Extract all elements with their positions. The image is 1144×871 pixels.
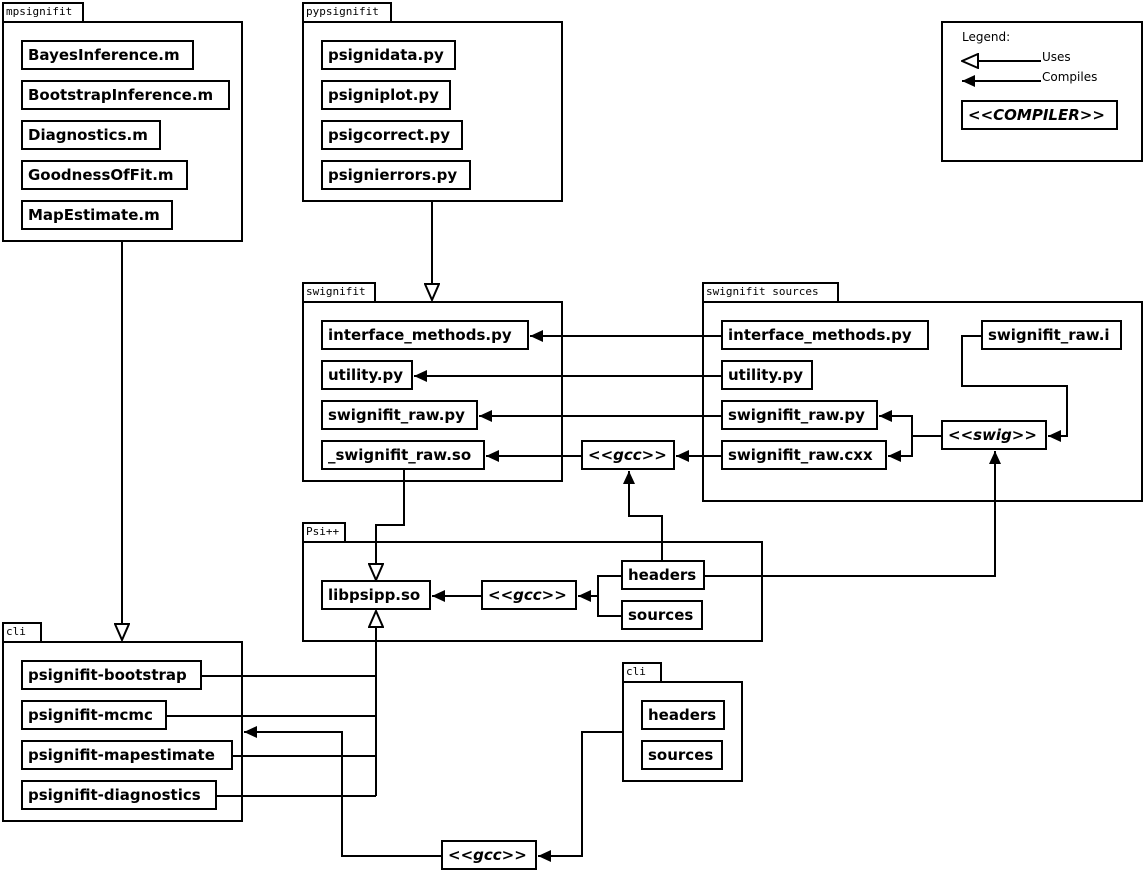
compiler-swig: <<swig>> <box>941 420 1047 450</box>
file-swignifit-raw-so: _swignifit_raw.so <box>321 440 485 470</box>
compiler-gcc-swig: <<gcc>> <box>581 440 675 470</box>
file-psignifit-diagnostics: psignifit-diagnostics <box>21 780 217 810</box>
compiles-i-swig <box>961 335 1068 442</box>
source-interface-methods-py: interface_methods.py <box>721 320 929 350</box>
source-swignifit-raw-py: swignifit_raw.py <box>721 400 878 430</box>
legend-box <box>941 21 1143 162</box>
source-swignifit-raw-cxx: swignifit_raw.cxx <box>721 440 887 470</box>
legend-compiles-label: Compiles <box>1042 70 1098 84</box>
legend-title: Legend: <box>962 30 1011 44</box>
package-tab-swignifit-sources: swignifit sources <box>702 282 839 302</box>
file-bootstrapinference-m: BootstrapInference.m <box>21 80 230 110</box>
package-tab-mpsignifit: mpsignifit <box>2 2 84 22</box>
compiler-gcc-psipp: <<gcc>> <box>481 580 577 610</box>
file-swignifit-raw-py: swignifit_raw.py <box>321 400 478 430</box>
file-psigcorrect-py: psigcorrect.py <box>321 120 463 150</box>
psipp-sources: sources <box>621 600 703 630</box>
package-tab-swignifit: swignifit <box>302 282 376 302</box>
file-psignifit-mcmc: psignifit-mcmc <box>21 700 167 730</box>
package-tab-cli: cli <box>2 622 42 642</box>
psipp-headers: headers <box>621 560 705 590</box>
file-interface-methods-py: interface_methods.py <box>321 320 529 350</box>
file-bayesinference-m: BayesInference.m <box>21 40 194 70</box>
compiles-swig-outputs <box>879 410 941 437</box>
compiles-psipp-sources-gcc <box>578 575 621 602</box>
file-utility-py: utility.py <box>321 360 413 390</box>
cli-sources: sources <box>641 740 723 770</box>
file-psigniplot-py: psigniplot.py <box>321 80 451 110</box>
legend-uses-label: Uses <box>1042 50 1071 64</box>
package-tab-cli-sources: cli <box>622 662 662 682</box>
cli-headers: headers <box>641 700 725 730</box>
file-psignifit-bootstrap: psignifit-bootstrap <box>21 660 202 690</box>
compiles-headers-swig <box>705 451 1001 577</box>
file-psignierrors-py: psignierrors.py <box>321 160 471 190</box>
compiles-gcc-cli <box>244 726 441 857</box>
package-tab-pypsignifit: pypsignifit <box>302 2 392 22</box>
compiles-headers-gcc <box>623 471 663 560</box>
file-libpsipp-so: libpsipp.so <box>321 580 431 610</box>
legend-compiler: <<COMPILER>> <box>961 100 1118 130</box>
file-psignifit-mapestimate: psignifit-mapestimate <box>21 740 233 770</box>
file-diagnostics-m: Diagnostics.m <box>21 120 161 150</box>
source-swignifit-raw-i: swignifit_raw.i <box>981 320 1122 350</box>
package-tab-psipp: Psi++ <box>302 522 346 542</box>
compiler-gcc-cli: <<gcc>> <box>441 840 537 870</box>
file-mapestimate-m: MapEstimate.m <box>21 200 173 230</box>
compiles-cli-sources-gcc <box>538 731 622 862</box>
file-goodnessoffit-m: GoodnessOfFit.m <box>21 160 188 190</box>
source-utility-py: utility.py <box>721 360 813 390</box>
file-psignidata-py: psignidata.py <box>321 40 456 70</box>
uses-swignifit-so-libpsipp <box>376 470 405 580</box>
